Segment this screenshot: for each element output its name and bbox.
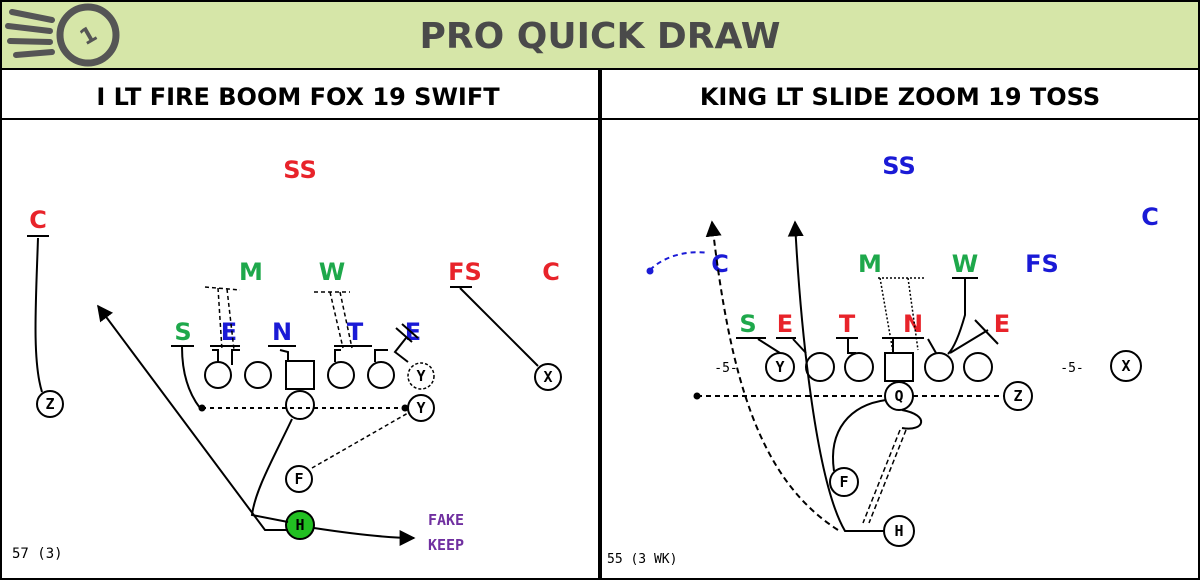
page-title: PRO QUICK DRAW	[420, 16, 781, 57]
annotation-keep: KEEP	[428, 536, 464, 554]
r-y-label: Y	[775, 358, 784, 376]
r-h-path	[787, 220, 884, 532]
f-route	[311, 412, 409, 469]
def-c-right-label: C	[542, 258, 560, 286]
r-ol-1	[805, 352, 835, 382]
r-q-label: Q	[894, 387, 903, 405]
right-play-title: KING LT SLIDE ZOOM 19 TOSS	[700, 83, 1100, 111]
r-ol-4	[924, 352, 954, 382]
r-ol-2	[844, 352, 874, 382]
r-def-e-left-label: E	[777, 310, 793, 338]
h-circle	[285, 510, 315, 540]
r-ol-5	[963, 352, 993, 382]
r-def-w-label: W	[952, 250, 978, 278]
r-toss-dashed	[705, 220, 839, 531]
h-label: H	[295, 516, 304, 534]
blocks-w-dotted	[314, 291, 353, 349]
s-path	[181, 346, 201, 409]
ol-right-tackle	[367, 361, 395, 389]
left-diagram: SS C M W FS C S E N T E Y Y X	[12, 156, 562, 562]
r-block-e-right	[949, 319, 999, 354]
blocks-left	[212, 349, 388, 365]
r-blocks	[757, 338, 937, 354]
r-x-circle	[1110, 350, 1142, 382]
r-x-label: X	[1121, 357, 1130, 375]
r-z-label: Z	[1013, 387, 1022, 405]
def-e-left-label: E	[221, 318, 237, 346]
left-panel	[0, 68, 600, 580]
r-motion-dot	[693, 392, 701, 400]
y-dashed-circle	[407, 362, 435, 390]
r-def-n-label: N	[903, 310, 923, 338]
r-z-circle	[1003, 381, 1033, 411]
def-t-label: T	[347, 318, 364, 346]
annotation-fake: FAKE	[428, 511, 464, 529]
motion-dot-left	[198, 404, 206, 412]
right-panel	[598, 68, 1200, 580]
f-label: F	[294, 470, 303, 488]
def-w-label: W	[319, 258, 345, 286]
right-footer: 55 (3 WK)	[607, 552, 677, 567]
block-e-right	[393, 323, 419, 363]
c-left-route	[34, 237, 43, 393]
def-e-right-label: E	[405, 318, 421, 346]
y-label: Y	[416, 399, 425, 417]
motion-dot-right	[401, 404, 409, 412]
x-circle	[534, 363, 562, 391]
qb-circle	[285, 390, 315, 420]
def-fs-label: FS	[448, 258, 482, 286]
def-ss-label: SS	[283, 156, 317, 184]
r-ol-center	[884, 352, 914, 382]
r-def-e-right-label: E	[994, 310, 1010, 338]
r-def-ss-label: SS	[882, 152, 916, 180]
def-c-left-label: C	[29, 206, 47, 234]
r-w-route	[947, 279, 966, 355]
ol-left-guard	[244, 361, 272, 389]
r-c-motion-dot	[646, 267, 654, 275]
r-q-circle	[884, 381, 914, 411]
keep-path	[313, 527, 416, 546]
r-q-pitch	[901, 409, 923, 430]
r-def-t-label: T	[839, 310, 856, 338]
h-path-left	[97, 304, 288, 531]
split-left: -5-	[714, 361, 737, 376]
split-right: -5-	[1060, 361, 1083, 376]
r-def-m-label: M	[858, 250, 882, 278]
left-footer: 57 (3)	[12, 546, 63, 562]
ol-right-guard	[327, 361, 355, 389]
r-def-c-right-label: C	[1141, 203, 1159, 231]
blocks-m-dotted	[204, 286, 241, 351]
r-q-fake	[862, 429, 907, 524]
f-circle	[285, 465, 313, 493]
r-f-label: F	[839, 473, 848, 491]
r-def-c-left-label: C	[711, 250, 729, 278]
left-play-title: I LT FIRE BOOM FOX 19 SWIFT	[96, 83, 500, 111]
right-diagram: SS C C M W FS S E T N E -5- -5- Y X	[607, 152, 1159, 567]
r-h-label: H	[894, 522, 903, 540]
ol-left-tackle	[204, 361, 232, 389]
y-dashed-label: Y	[416, 367, 425, 385]
r-def-fs-label: FS	[1025, 250, 1059, 278]
header-bar	[0, 0, 1200, 70]
def-s-label: S	[174, 318, 191, 346]
z-circle	[36, 390, 64, 418]
def-n-label: N	[272, 318, 292, 346]
qb-fake-path	[250, 418, 293, 523]
z-label: Z	[45, 395, 54, 413]
r-f-lead	[832, 399, 887, 472]
x-label: X	[543, 368, 552, 386]
ol-center	[285, 360, 315, 390]
r-c-motion	[649, 251, 709, 271]
r-blocks-m-dotted	[878, 277, 925, 353]
r-def-s-label: S	[739, 310, 756, 338]
r-f-circle	[829, 467, 859, 497]
fs-route	[459, 287, 539, 367]
def-m-label: M	[239, 258, 263, 286]
